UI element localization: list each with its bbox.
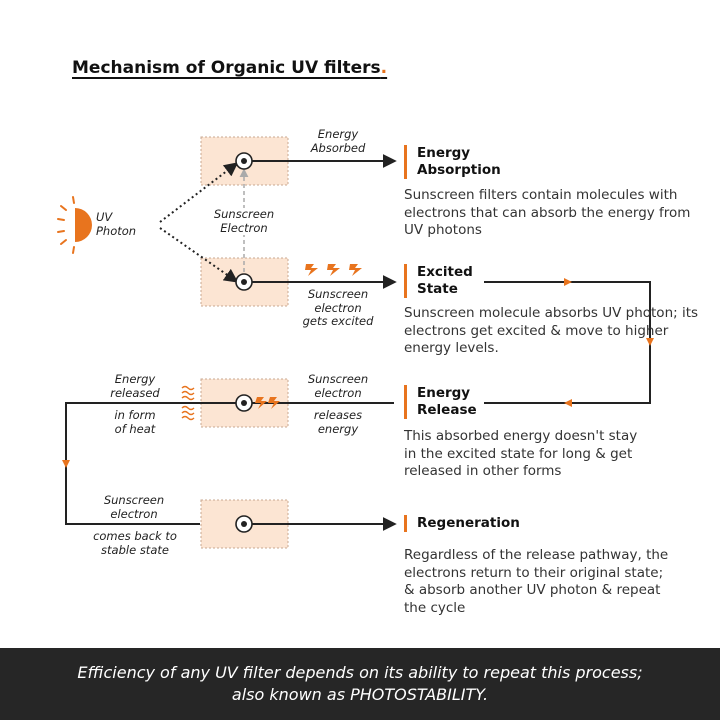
- step-heading-regeneration: Regeneration: [404, 515, 520, 532]
- arrow-icon: [62, 460, 70, 468]
- step-heading-energy-absorption: Energy Absorption: [404, 145, 501, 179]
- step-heading-excited-state: Excited State: [404, 264, 473, 298]
- step-desc-energy-absorption: Sunscreen filters contain molecules with…: [404, 187, 691, 238]
- energy-released-label: Energy released: [110, 372, 160, 400]
- step-desc-excited-state: Sunscreen molecule absorbs UV photon; it…: [404, 305, 699, 356]
- in-form-of-heat-label: in form of heat: [114, 408, 156, 436]
- comes-back-label: comes back to stable state: [93, 529, 177, 557]
- page-title: Mechanism of Organic UV filters.: [72, 58, 388, 78]
- electron-icon: [235, 273, 253, 291]
- sunscreen-electron-label: Sunscreen Electron: [206, 207, 282, 235]
- electron-excited-label: Sunscreen electron gets excited: [302, 287, 374, 328]
- arrow-icon: [564, 399, 572, 407]
- electron-icon: [235, 394, 253, 412]
- photon-arrow-up: [159, 162, 239, 223]
- step-heading-energy-release: Energy Release: [404, 385, 477, 419]
- electron-icon: [235, 515, 253, 533]
- arrow-icon: [646, 338, 654, 346]
- lightning-icon: [255, 397, 280, 409]
- arrow-icon: [564, 278, 572, 286]
- releases-energy-label: releases energy: [313, 408, 363, 436]
- mechanism-diagram: [57, 136, 654, 549]
- sunscreen-electron-release-label: Sunscreen electron: [307, 372, 369, 400]
- sunscreen-electron-regen-label: Sunscreen electron: [103, 493, 165, 521]
- photon-arrow-down: [159, 227, 239, 283]
- energy-absorbed-label: Energy Absorbed: [310, 127, 366, 155]
- sun-icon: [57, 196, 92, 254]
- footer-banner: Efficiency of any UV filter depends on i…: [0, 648, 720, 720]
- step-desc-energy-release: This absorbed energy doesn't stay in the…: [404, 428, 638, 479]
- footer-text: Efficiency of any UV filter depends on i…: [77, 663, 643, 704]
- uv-photon-label: UV Photon: [96, 210, 137, 238]
- step-desc-regeneration: Regardless of the release pathway, the e…: [404, 547, 669, 616]
- lightning-icon: [305, 264, 362, 276]
- electron-icon: [235, 152, 253, 170]
- heat-wave-icon: [181, 385, 195, 421]
